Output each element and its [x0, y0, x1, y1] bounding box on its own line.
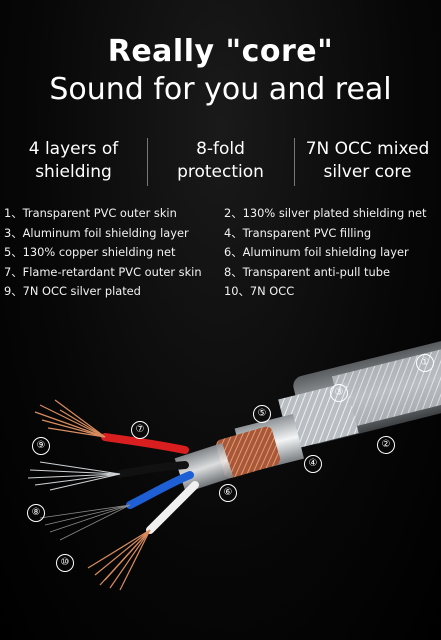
anti-pull-strands [39, 504, 131, 541]
feature-protection-line2: protection [177, 162, 264, 182]
layer-item: 10、7N OCC [224, 284, 295, 298]
marker-4: ④ [304, 455, 322, 473]
black-wire [116, 461, 189, 478]
marker-10: ⑩ [56, 554, 74, 572]
feature-core: 7N OCC mixed silver core [294, 138, 441, 184]
feature-shielding-line1: 4 layers of [28, 139, 119, 159]
feature-core-line1: 7N OCC mixed [305, 139, 430, 159]
layer-list: 1、Transparent PVC outer skin 2、130% silv… [4, 205, 441, 303]
layer-item: 1、Transparent PVC outer skin [4, 206, 177, 220]
layer-row: 5、130% copper shielding net 6、Aluminum f… [4, 244, 441, 264]
layer-row: 3、Aluminum foil shielding layer 4、Transp… [4, 225, 441, 245]
white-wire [146, 481, 199, 534]
layer-item: 5、130% copper shielding net [4, 245, 176, 259]
layer-item: 7、Flame-retardant PVC outer skin [4, 264, 202, 279]
layer-row: 1、Transparent PVC outer skin 2、130% silv… [4, 205, 441, 225]
silver-strands [27, 461, 121, 491]
feature-shielding-line2: shielding [35, 162, 112, 182]
red-wire [101, 433, 189, 454]
layer-item: 8、Transparent anti-pull tube [224, 264, 390, 279]
layer-item: 2、130% silver plated shielding net [224, 206, 427, 220]
copper-strands-bottom [87, 529, 151, 591]
marker-2: ② [377, 436, 395, 454]
marker-1: ① [416, 354, 434, 372]
layer-item: 9、7N OCC silver plated [4, 284, 141, 298]
feature-divider [294, 138, 295, 186]
marker-7: ⑦ [131, 421, 149, 439]
feature-protection-line1: 8-fold [196, 139, 245, 159]
layer-item: 3、Aluminum foil shielding layer [4, 225, 189, 240]
layer-row: 7、Flame-retardant PVC outer skin 8、Trans… [4, 264, 441, 284]
inner-foil [174, 442, 234, 493]
layer-item: 6、Aluminum foil shielding layer [224, 245, 409, 259]
feature-core-line2: silver core [323, 162, 412, 182]
marker-3: ③ [330, 384, 348, 402]
marker-6: ⑥ [219, 484, 237, 502]
feature-shielding: 4 layers of shielding [0, 138, 147, 184]
feature-protection: 8-fold protection [147, 138, 294, 184]
marker-9: ⑨ [32, 437, 50, 455]
blue-wire [126, 471, 194, 509]
feature-divider [147, 138, 148, 186]
copper-strands-top [34, 399, 106, 438]
layer-row: 9、7N OCC silver plated 10、7N OCC [4, 283, 441, 303]
copper-braid [216, 426, 281, 479]
headline-line-1: Really "core" [107, 34, 334, 69]
headline-line-2: Sound for you and real [49, 72, 392, 107]
marker-8: ⑧ [27, 504, 45, 522]
layer-item: 4、Transparent PVC filling [224, 225, 372, 240]
marker-5: ⑤ [253, 405, 271, 423]
